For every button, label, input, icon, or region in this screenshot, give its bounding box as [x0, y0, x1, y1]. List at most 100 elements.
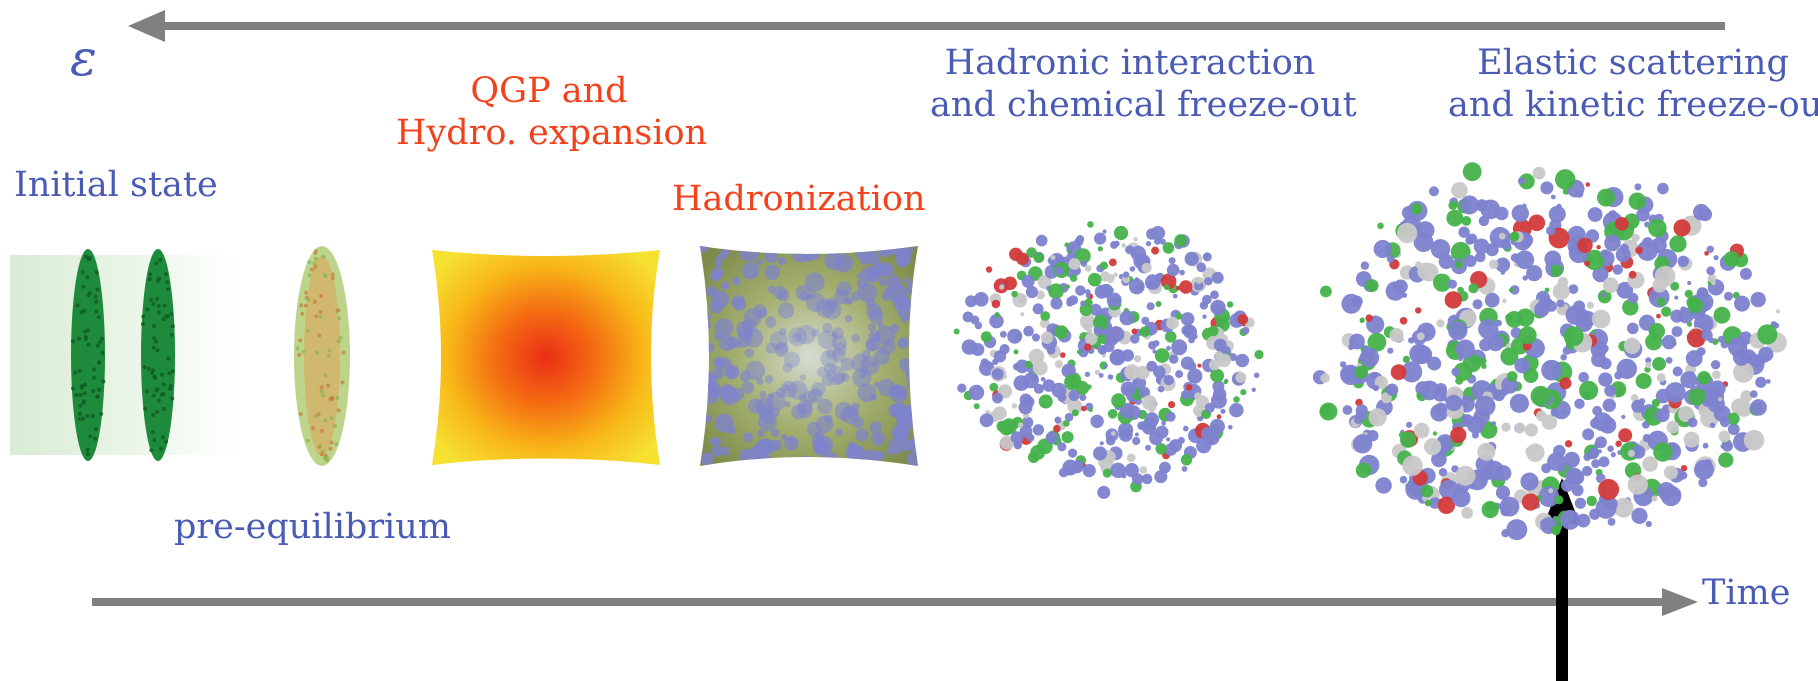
hadron-red: [1365, 314, 1373, 322]
hadron-cluster: [779, 327, 787, 336]
hadron-cluster: [700, 372, 714, 392]
nucleon-dot: [148, 272, 153, 277]
hadron-blue: [1473, 238, 1490, 255]
hadron-blue: [1594, 441, 1601, 449]
parton-dot: [330, 276, 335, 281]
nucleon-dot: [70, 339, 75, 344]
hadron-gray: [1166, 316, 1179, 330]
hadron-red: [1176, 285, 1181, 291]
hadron-green: [1687, 297, 1704, 314]
hadron-cluster: [777, 257, 786, 265]
hadron-cluster: [799, 374, 806, 381]
hadron-cluster: [780, 434, 788, 441]
hadron-green: [1652, 357, 1666, 371]
hadron-red: [1053, 424, 1061, 433]
hadron-blue: [1149, 431, 1163, 446]
hadron-blue: [1582, 428, 1595, 441]
nucleon-dot: [77, 411, 82, 416]
parton-dot: [337, 316, 342, 321]
parton-dot: [336, 339, 341, 344]
hadron-green: [1455, 376, 1464, 385]
hadron-blue: [1050, 297, 1063, 310]
hadron-blue: [979, 413, 994, 428]
hadron-blue: [1550, 194, 1556, 200]
hadron-blue: [1612, 264, 1623, 275]
hadron-red: [1564, 440, 1573, 448]
hadron-blue: [1501, 239, 1511, 250]
hadron-blue: [1359, 347, 1380, 368]
hadron-blue: [1145, 444, 1152, 451]
hadron-green: [1175, 312, 1183, 320]
hadron-blue: [1687, 417, 1698, 428]
hadron-blue: [1035, 234, 1048, 247]
parton-dot: [298, 412, 303, 417]
hadron-gray: [1731, 398, 1748, 415]
hadron-green: [1591, 329, 1597, 334]
hadron-cluster: [851, 333, 860, 343]
pre-equilibrium-texture: [295, 248, 346, 463]
hadron-blue: [1665, 357, 1673, 364]
hadron-cluster: [715, 413, 734, 433]
parton-dot: [318, 315, 323, 319]
hadron-blue: [1560, 354, 1567, 361]
hadron-green: [1226, 301, 1234, 308]
hadron-blue: [1717, 335, 1725, 343]
hadron-blue: [1202, 294, 1212, 305]
hadron-green: [1479, 357, 1487, 365]
hadron-green: [1180, 454, 1193, 466]
hadron-blue: [1534, 301, 1550, 318]
hadron-blue: [974, 292, 989, 307]
nucleon-dot: [147, 277, 152, 282]
hadron-blue: [1010, 431, 1024, 444]
hadron-gray: [1602, 277, 1619, 294]
hadron-green: [1454, 260, 1463, 269]
hadron-red: [1399, 317, 1408, 325]
hadron-gray: [1194, 392, 1202, 401]
hadron-blue: [1610, 452, 1616, 458]
nucleon-dot: [91, 388, 96, 393]
hadron-blue: [1119, 310, 1135, 326]
hadron-cluster: [831, 327, 844, 340]
hadron-cluster: [821, 374, 834, 387]
parton-dot: [313, 414, 318, 418]
hadron-blue: [1464, 255, 1477, 267]
hadron-green: [1509, 287, 1514, 293]
parton-dot: [319, 389, 324, 394]
nucleon-dot: [149, 448, 154, 453]
hadron-red: [1168, 401, 1176, 409]
nucleon-dot: [77, 416, 82, 421]
hadron-blue: [1600, 249, 1610, 259]
hadron-blue: [1565, 467, 1583, 486]
hadron-cluster: [831, 335, 847, 351]
hadron-blue: [1204, 441, 1210, 447]
hadron-cluster: [857, 282, 878, 303]
hadron-red: [1060, 352, 1066, 358]
hadron-blue: [1727, 423, 1740, 436]
hadron-cluster: [866, 251, 880, 265]
hadron-gray: [1402, 455, 1423, 476]
hadron-blue: [1755, 376, 1767, 388]
hadron-red: [1179, 280, 1193, 294]
parton-dot: [316, 412, 321, 417]
hadron-gas-kinetic-freeze-out: [1312, 162, 1787, 541]
hadron-blue: [1472, 299, 1483, 310]
nucleon-dot: [85, 452, 90, 457]
hadron-blue: [1447, 279, 1457, 289]
hadron-blue: [1064, 412, 1074, 422]
hadron-cluster: [840, 357, 855, 371]
hadron-blue: [1093, 326, 1103, 336]
hadron-cluster: [777, 302, 795, 319]
nucleon-dot: [97, 387, 101, 392]
hadron-blue: [1399, 475, 1408, 484]
hadron-blue: [1477, 199, 1487, 209]
hadron-blue: [1427, 356, 1442, 371]
hadron-gray: [1743, 429, 1765, 451]
hadron-blue: [1547, 452, 1566, 471]
parton-dot: [336, 408, 341, 413]
hadron-gray: [1532, 166, 1546, 180]
hadron-cluster: [879, 262, 895, 278]
hadron-gray: [1084, 265, 1092, 272]
hadron-blue: [1413, 232, 1434, 253]
hadron-cluster: [748, 398, 764, 414]
hadron-blue: [1118, 427, 1133, 442]
